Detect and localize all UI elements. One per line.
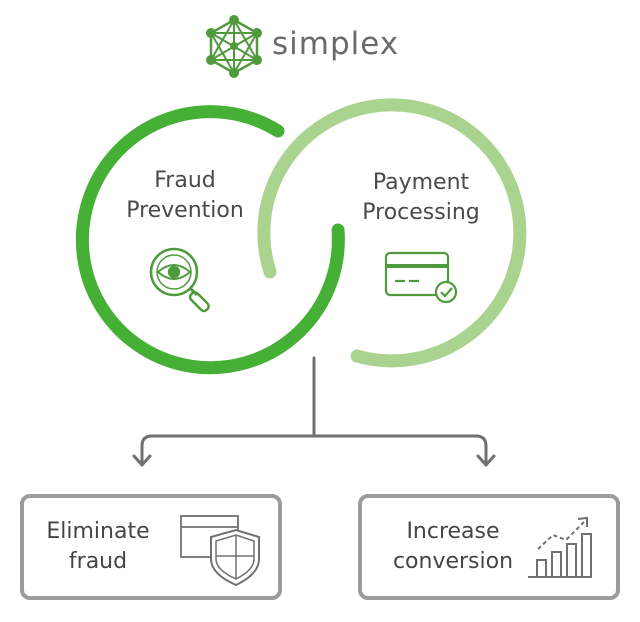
increase-conversion-label: Increase conversion <box>385 517 521 577</box>
eliminate-fraud-label: Eliminate fraud <box>38 517 158 577</box>
fraud-prevention-line1: Fraud <box>154 168 216 193</box>
magnifier-eye-icon <box>149 247 210 313</box>
eliminate-fraud-line1: Eliminate <box>46 519 150 544</box>
eliminate-fraud-line2: fraud <box>68 549 128 574</box>
payment-processing-label: Payment Processing <box>351 168 491 228</box>
increase-conversion-line2: conversion <box>392 549 514 574</box>
payment-processing-line2: Processing <box>362 200 480 225</box>
brand-name: simplex <box>272 26 400 62</box>
credit-card-check-icon <box>384 251 458 304</box>
network-hexagon-logo-icon <box>206 15 262 78</box>
fraud-prevention-line2: Prevention <box>126 198 244 223</box>
payment-processing-ring <box>257 98 527 368</box>
increase-conversion-line1: Increase <box>406 519 500 544</box>
connector-arrows <box>132 356 496 467</box>
payment-processing-line1: Payment <box>372 170 470 195</box>
fraud-prevention-ring <box>75 105 345 375</box>
fraud-prevention-label: Fraud Prevention <box>115 166 255 226</box>
